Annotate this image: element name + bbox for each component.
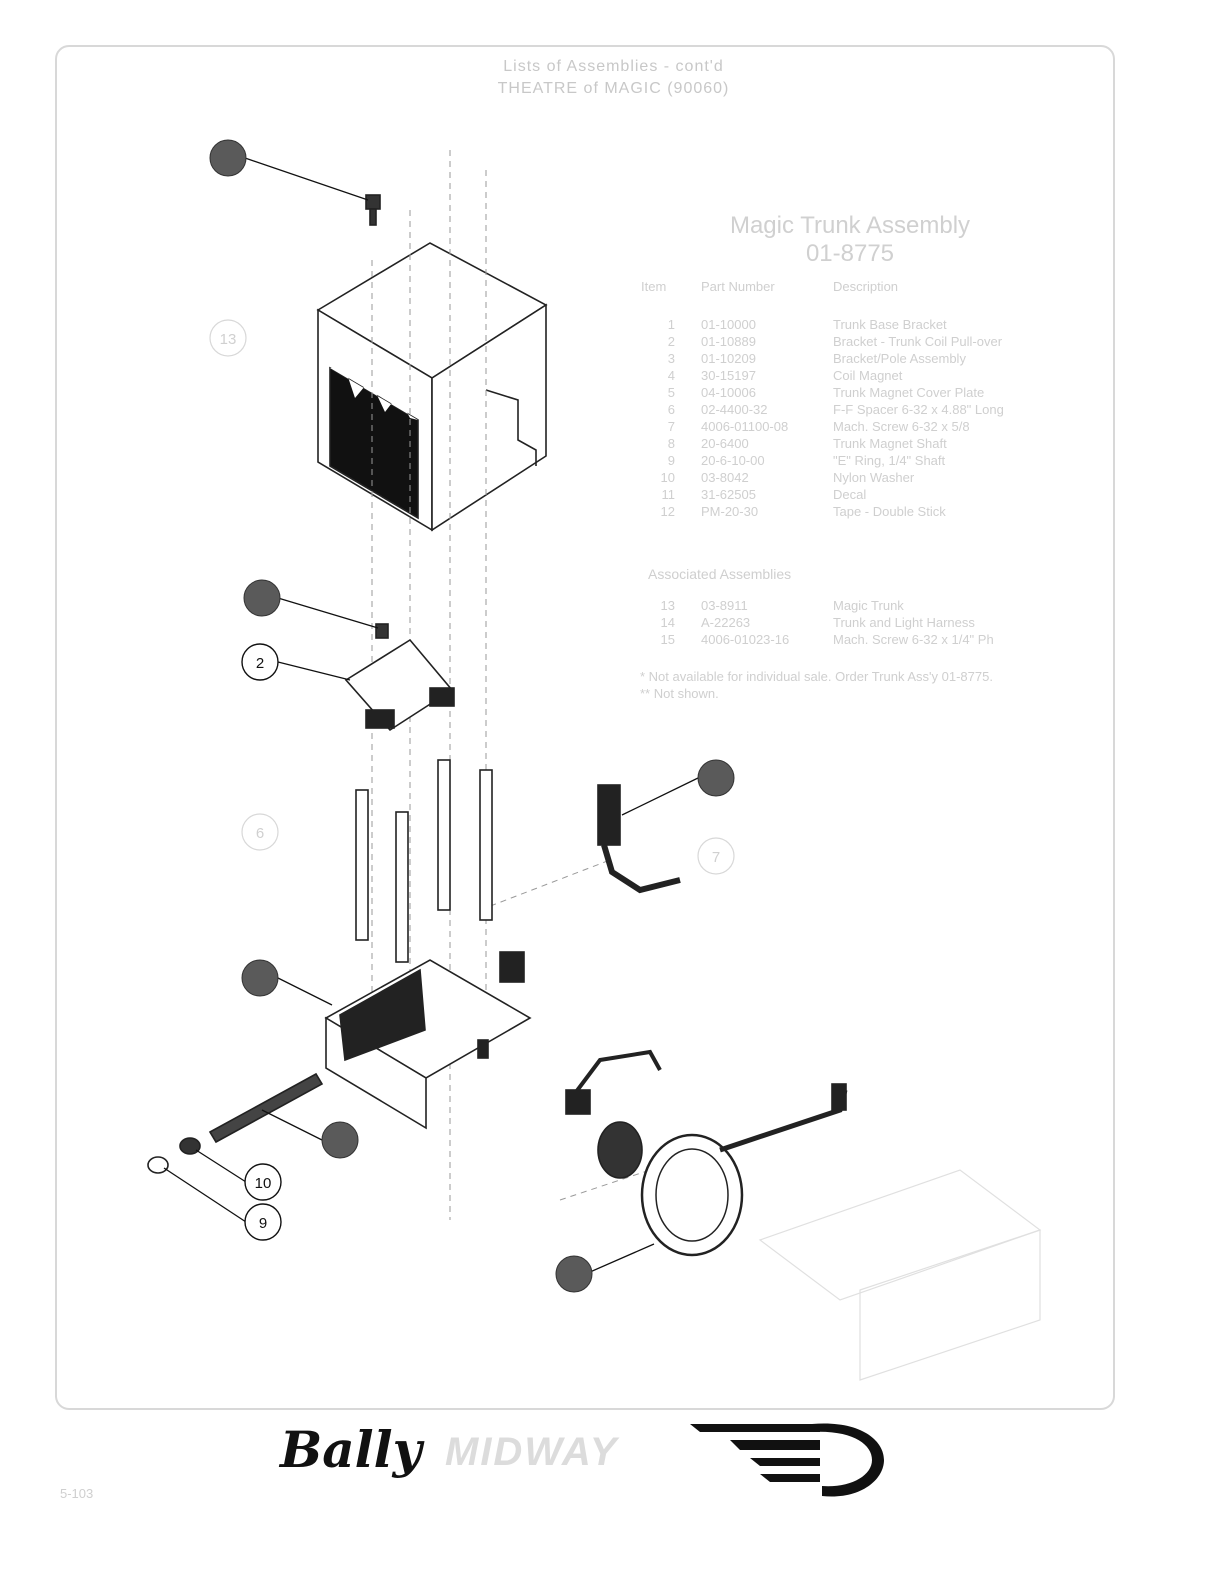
trunk-front-right: [431, 303, 547, 532]
callout-filled: [209, 139, 247, 177]
associated-title: Associated Assemblies: [648, 566, 792, 582]
callout-filled: [321, 1121, 359, 1159]
callout-13: 13: [220, 331, 237, 348]
footnote-line2: ** Not shown.: [640, 686, 719, 701]
callout-filled: [243, 579, 281, 617]
midway-wing-logo: [690, 1423, 884, 1497]
col-item: Item: [641, 279, 667, 294]
callout-2-circle: [241, 643, 279, 681]
callout-filled: [697, 759, 735, 797]
assembly-number: 01-8775: [805, 240, 895, 267]
bally-logo: Bally: [280, 1420, 422, 1479]
pole-bracket: [568, 1049, 662, 1102]
callout-9-circle: [244, 1203, 282, 1241]
col-part: Part Number: [701, 279, 775, 294]
callout-7: 7: [712, 849, 720, 866]
bracket-2: [344, 638, 454, 732]
callout-6-circle: [241, 813, 279, 851]
page-number: 5-103: [60, 1486, 94, 1501]
col-desc: Description: [833, 279, 899, 294]
header-line1: Lists of Assemblies - cont'd: [503, 58, 724, 75]
callout-10: 10: [255, 1175, 272, 1192]
midway-logo: MIDWAY: [445, 1430, 619, 1474]
footnote: * Not available for individual sale. Ord…: [640, 668, 1080, 702]
callout-9: 9: [259, 1215, 267, 1232]
callout-10-circle: [244, 1163, 282, 1201]
callout-2: 2: [256, 655, 264, 672]
trunk-decal-panel: [329, 366, 419, 520]
footnote-line1: * Not available for individual sale. Ord…: [640, 669, 993, 684]
callout-filled: [555, 1255, 593, 1293]
assembly-title: Magic Trunk Assembly: [729, 212, 971, 239]
shaft: [208, 1072, 324, 1144]
callout-6: 6: [256, 825, 264, 842]
page-frame: [55, 45, 1115, 1410]
header-line2: THEATRE of MAGIC (90060): [497, 80, 730, 97]
callout-13-circle: [209, 319, 247, 357]
callout-filled: [241, 959, 279, 997]
callout-7-circle: [697, 837, 735, 875]
